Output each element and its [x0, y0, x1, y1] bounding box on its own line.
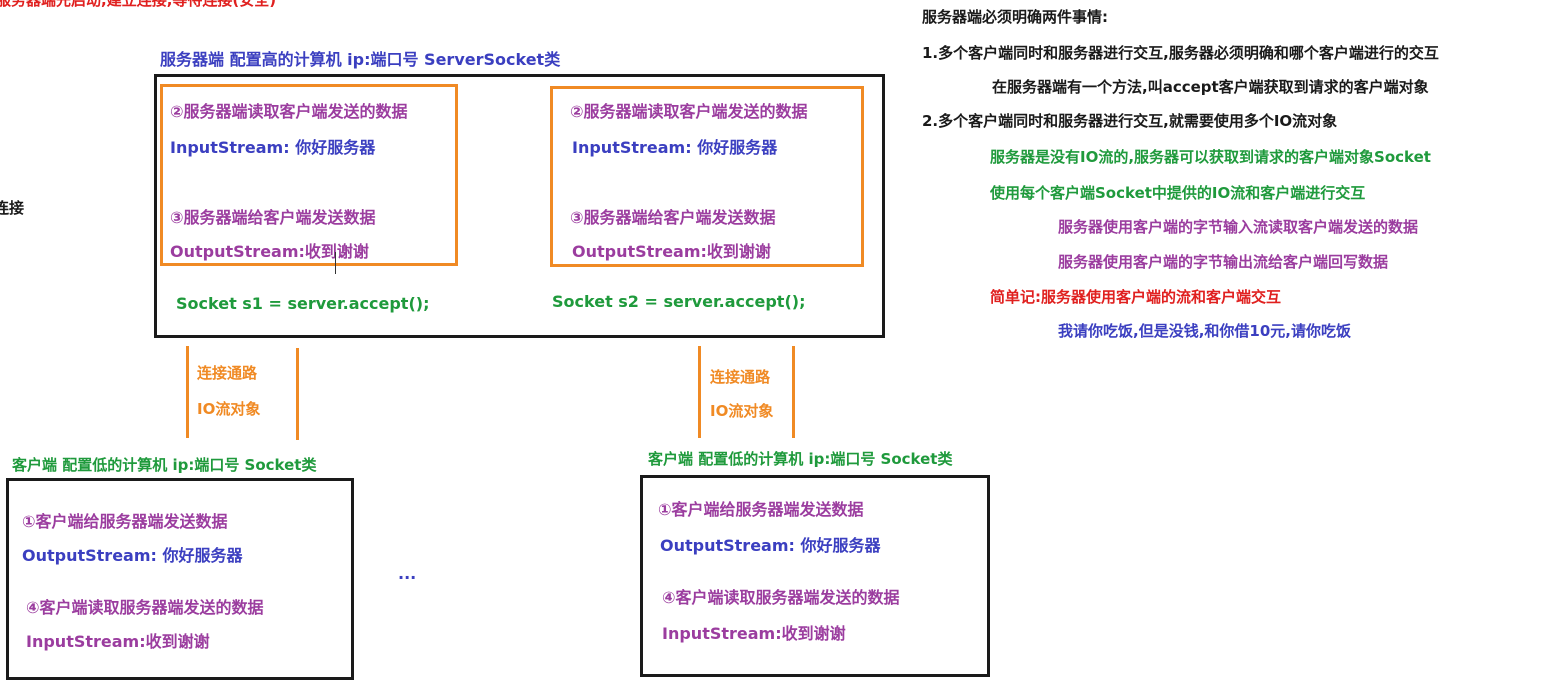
client-1-heading: 客户端 配置低的计算机 ip:端口号 Socket类 — [12, 456, 317, 474]
server-2-read-stream: InputStream: 你好服务器 — [572, 138, 778, 157]
notes-green-2: 使用每个客户端Socket中提供的IO流和客户端进行交互 — [990, 184, 1366, 202]
notes-point-1-sub: 在服务器端有一个方法,叫accept客户端获取到请求的客户端对象 — [992, 78, 1429, 96]
notes-green-1: 服务器是没有IO流的,服务器可以获取到请求的客户端对象Socket — [990, 148, 1431, 166]
channel-2-io-label: IO流对象 — [710, 402, 774, 420]
client-1-send-stream: OutputStream: 你好服务器 — [22, 546, 243, 565]
server-2-send-step: ③服务器端给客户端发送数据 — [570, 208, 776, 227]
notes-point-1: 1.多个客户端同时和服务器进行交互,服务器必须明确和哪个客户端进行的交互 — [922, 44, 1439, 62]
server-1-read-stream: InputStream: 你好服务器 — [170, 138, 376, 157]
ellipsis: ... — [398, 564, 417, 583]
channel-2-line-right — [792, 346, 795, 438]
client-1-box — [6, 478, 354, 680]
channel-1-label: 连接通路 — [197, 364, 258, 382]
client-1-send-step: ①客户端给服务器端发送数据 — [22, 512, 228, 531]
server-block-2 — [550, 86, 864, 267]
client-2-read-stream: InputStream:收到谢谢 — [662, 624, 846, 643]
server-1-socket-line: Socket s1 = server.accept(); — [176, 294, 430, 313]
notes-blue-note: 我请你吃饭,但是没钱,和你借10元,请你吃饭 — [1058, 322, 1351, 340]
client-2-read-step: ④客户端读取服务器端发送的数据 — [662, 588, 900, 607]
notes-point-2: 2.多个客户端同时和服务器进行交互,就需要使用多个IO流对象 — [922, 112, 1338, 130]
text-cursor-icon — [335, 252, 336, 274]
channel-1-line-right — [296, 348, 299, 440]
server-heading: 服务器端 配置高的计算机 ip:端口号 ServerSocket类 — [160, 50, 561, 69]
channel-1-line-left — [186, 346, 189, 438]
left-cut-text: 连接 — [0, 199, 25, 217]
notes-title: 服务器端必须明确两件事情: — [922, 8, 1108, 26]
server-1-send-stream: OutputStream:收到谢谢 — [170, 242, 369, 261]
server-1-read-step: ②服务器端读取客户端发送的数据 — [170, 102, 408, 121]
server-box — [154, 74, 885, 338]
client-2-heading: 客户端 配置低的计算机 ip:端口号 Socket类 — [648, 450, 953, 468]
notes-purple-1: 服务器使用客户端的字节输入流读取客户端发送的数据 — [1058, 218, 1419, 236]
client-2-send-step: ①客户端给服务器端发送数据 — [658, 500, 864, 519]
client-2-box — [640, 475, 990, 677]
server-2-read-step: ②服务器端读取客户端发送的数据 — [570, 102, 808, 121]
server-2-send-stream: OutputStream:收到谢谢 — [572, 242, 771, 261]
server-block-1 — [160, 84, 458, 266]
channel-2-label: 连接通路 — [710, 368, 771, 386]
channel-2-line-left — [698, 346, 701, 438]
server-2-socket-line: Socket s2 = server.accept(); — [552, 292, 806, 311]
server-1-send-step: ③服务器端给客户端发送数据 — [170, 208, 376, 227]
client-1-read-step: ④客户端读取服务器端发送的数据 — [26, 598, 264, 617]
notes-red-note: 简单记:服务器使用客户端的流和客户端交互 — [990, 288, 1282, 306]
top-cut-text: 服务器端先启动,建立连接,等待连接(安全) — [0, 0, 277, 9]
notes-purple-2: 服务器使用客户端的字节输出流给客户端回写数据 — [1058, 253, 1389, 271]
client-1-read-stream: InputStream:收到谢谢 — [26, 632, 210, 651]
channel-1-io-label: IO流对象 — [197, 400, 261, 418]
client-2-send-stream: OutputStream: 你好服务器 — [660, 536, 881, 555]
